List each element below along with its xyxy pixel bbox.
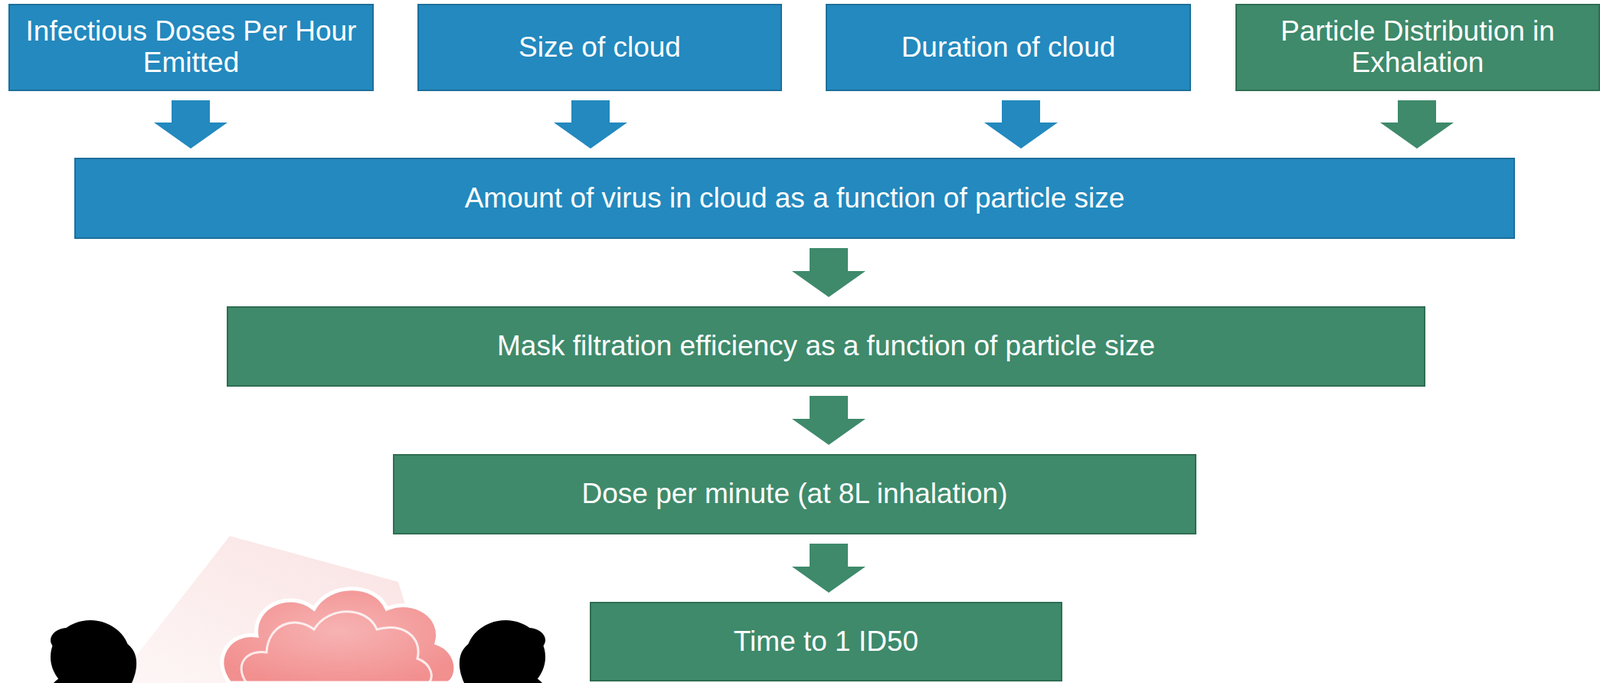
process-box: Infectious Doses Per Hour Emitted [8,3,374,92]
box-label: Particle Distribution in Exhalation [1236,13,1599,82]
process-box: Amount of virus in cloud as a function o… [74,157,1515,239]
person-silhouette-right [459,620,546,683]
block-arrow [1380,100,1454,149]
process-box: Time to 1 ID50 [589,602,1063,682]
box-label: Amount of virus in cloud as a function o… [454,179,1136,218]
process-box: Duration of cloud [825,3,1192,92]
person-silhouette-left [50,620,137,683]
process-box: Size of cloud [417,3,783,92]
virus-cloud [222,588,456,683]
block-arrow [984,100,1058,149]
process-box: Mask filtration efficiency as a function… [226,306,1426,387]
box-label: Mask filtration efficiency as a function… [486,327,1166,366]
process-box: Particle Distribution in Exhalation [1235,3,1600,92]
box-label: Size of cloud [507,29,692,67]
process-box: Dose per minute (at 8L inhalation) [392,454,1197,535]
box-label: Time to 1 ID50 [723,623,930,661]
block-arrow [553,100,628,149]
block-arrow [153,100,228,149]
box-label: Infectious Doses Per Hour Emitted [9,13,373,82]
box-label: Dose per minute (at 8L inhalation) [571,475,1019,514]
block-arrow [791,248,866,298]
block-arrow [791,543,866,593]
box-label: Duration of cloud [890,29,1127,67]
block-arrow [791,395,866,445]
